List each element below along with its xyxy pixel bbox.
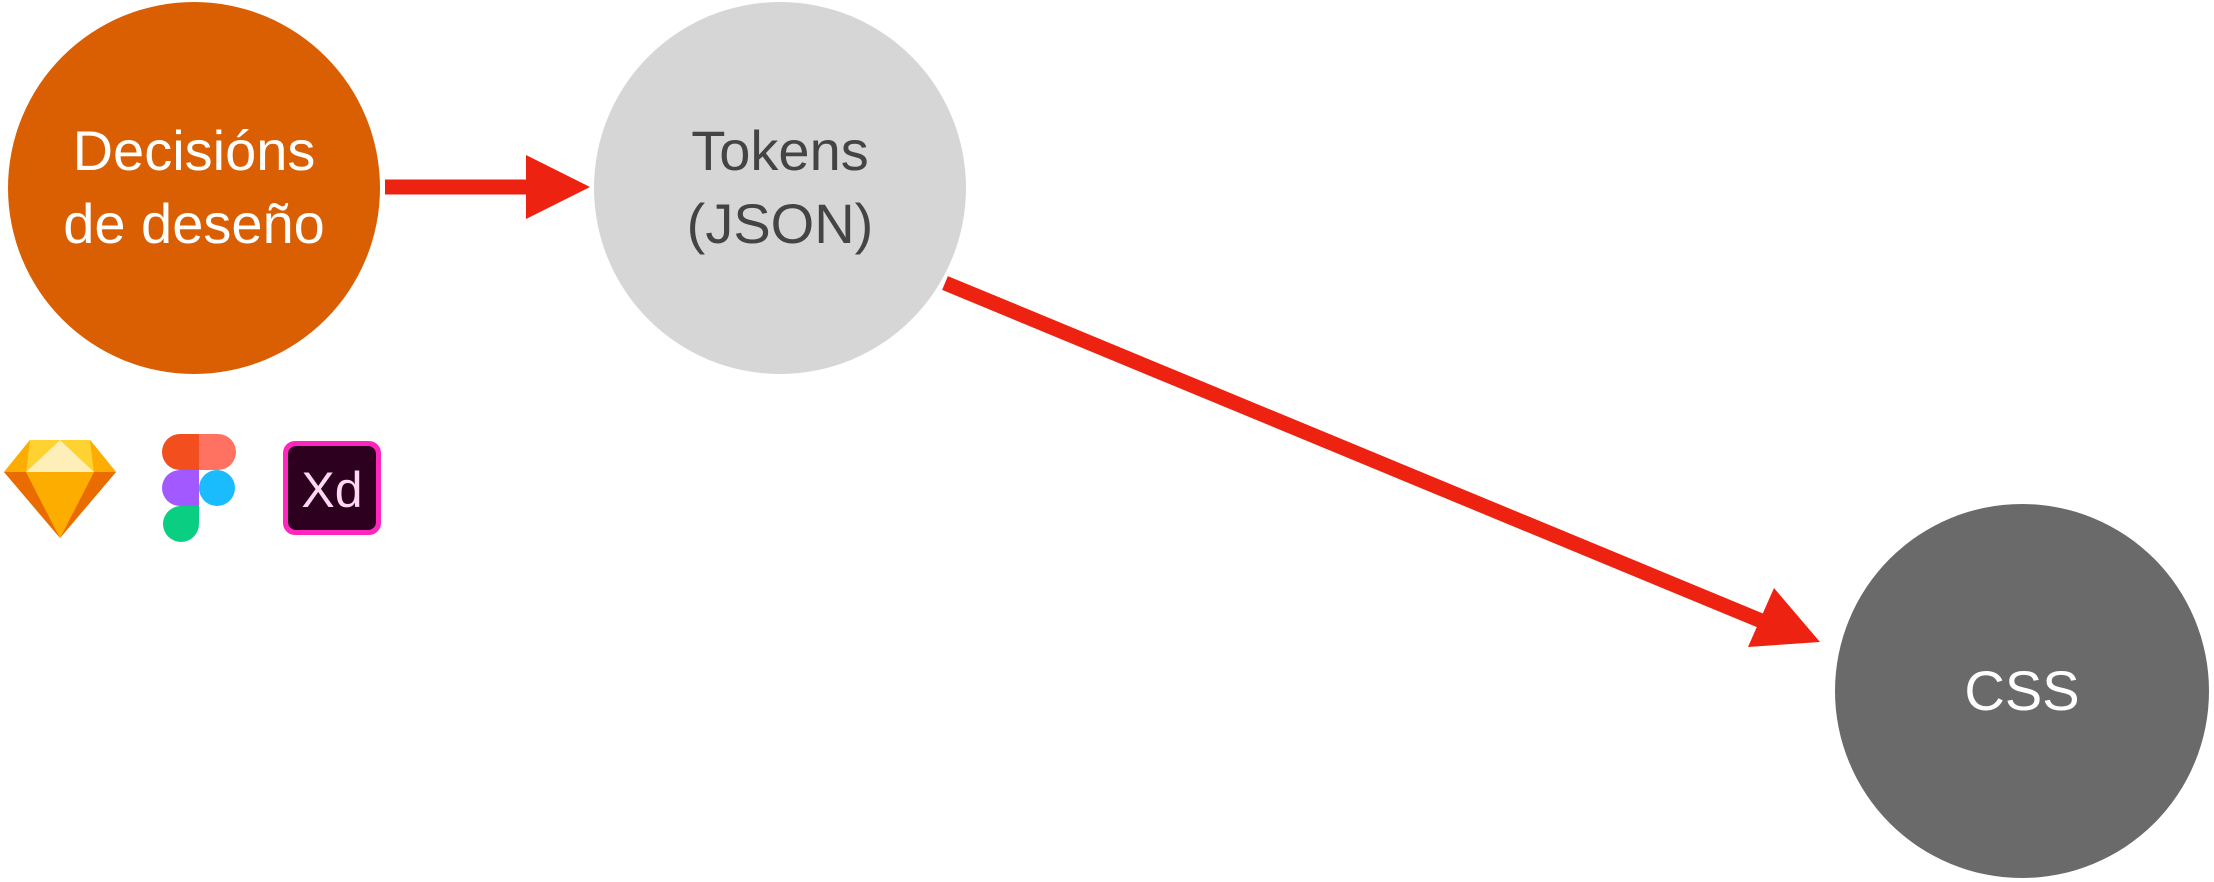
- css-label: CSS: [1964, 658, 2080, 722]
- design-decisions-label: Decisións de deseño: [63, 119, 325, 255]
- arrow-decisions-to-tokens: [385, 155, 590, 219]
- sketch-icon: [4, 440, 116, 538]
- tokens-json-node: Tokens (JSON): [594, 2, 966, 374]
- adobe-xd-icon: Xd: [283, 441, 381, 535]
- arrow-tokens-to-css: [942, 276, 1820, 647]
- design-decisions-node: Decisións de deseño: [8, 2, 380, 374]
- tokens-json-label: Tokens (JSON): [686, 119, 874, 255]
- adobe-xd-label: Xd: [301, 462, 362, 518]
- css-node: CSS: [1835, 504, 2209, 878]
- figma-icon: [162, 434, 236, 542]
